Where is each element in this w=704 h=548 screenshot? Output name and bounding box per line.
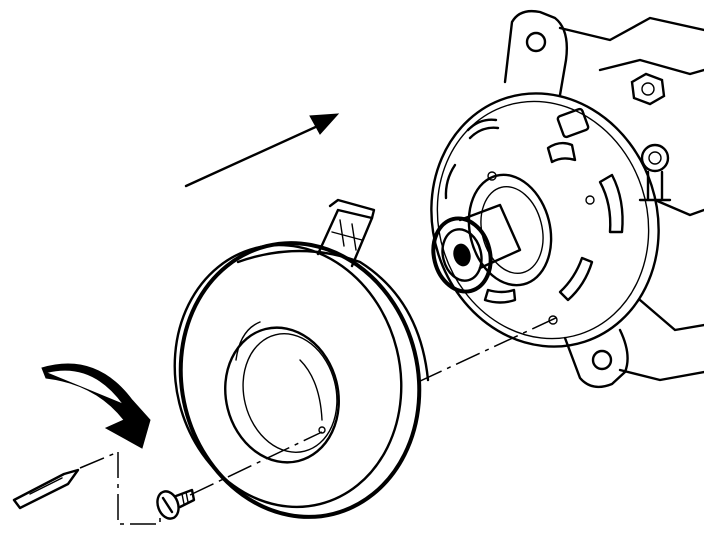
assembly-axis-line [189,315,561,496]
screw-icon [156,488,196,520]
curved-arrow-icon [41,363,151,449]
compressor-housing-icon [430,9,704,389]
straight-arrow-icon [184,113,340,188]
pointed-tool-icon [12,451,161,525]
clutch-coil-icon [173,198,430,519]
